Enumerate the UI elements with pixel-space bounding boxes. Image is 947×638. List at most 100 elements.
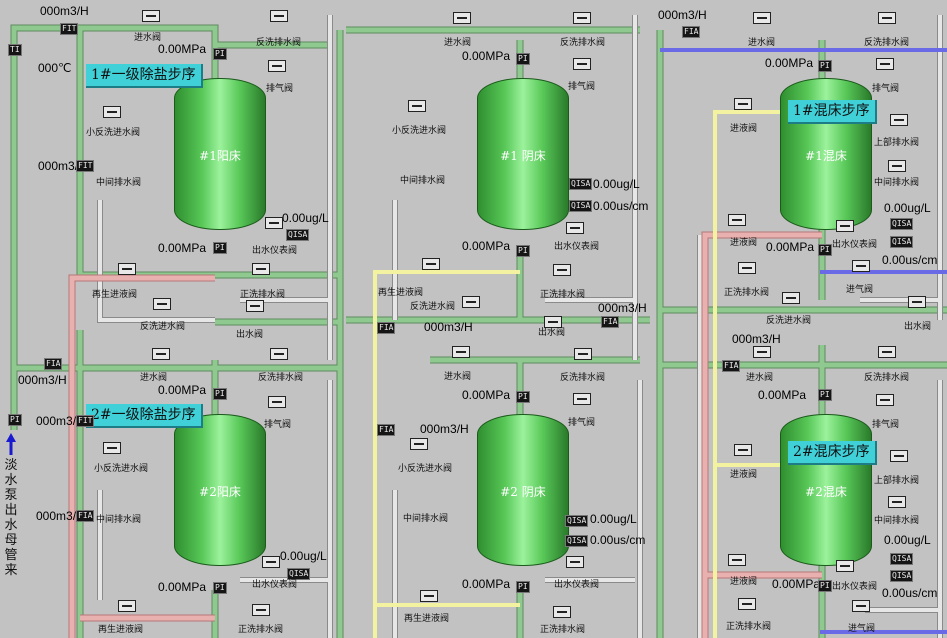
valve-actuator-icon[interactable] [888, 160, 906, 172]
valve-actuator-icon[interactable] [878, 346, 896, 358]
valve-actuator-icon[interactable] [452, 346, 470, 358]
quality-analyzer-tag[interactable]: QISA [287, 568, 311, 580]
pressure-indicator-tag[interactable]: PI [213, 582, 227, 594]
valve-actuator-icon[interactable] [890, 450, 908, 462]
valve-actuator-icon[interactable] [265, 217, 283, 229]
pressure-indicator-tag[interactable]: PI [516, 53, 530, 65]
step-button-mixed-2[interactable]: 2#混床步序 [788, 441, 877, 465]
pressure-indicator-tag[interactable]: PI [818, 60, 832, 72]
valve-actuator-icon[interactable] [270, 348, 288, 360]
valve-actuator-icon[interactable] [553, 264, 571, 276]
valve-actuator-icon[interactable] [453, 12, 471, 24]
quality-analyzer-tag[interactable]: QISA [890, 218, 914, 230]
valve-actuator-icon[interactable] [103, 442, 121, 454]
valve-actuator-icon[interactable] [728, 214, 746, 226]
valve-actuator-icon[interactable] [566, 222, 584, 234]
valve-actuator-icon[interactable] [246, 300, 264, 312]
valve-actuator-icon[interactable] [888, 496, 906, 508]
valve-actuator-icon[interactable] [573, 58, 591, 70]
valve-actuator-icon[interactable] [462, 296, 480, 308]
pressure-indicator-tag[interactable]: PI [818, 244, 832, 256]
valve-actuator-icon[interactable] [553, 606, 571, 618]
valve-actuator-icon[interactable] [573, 12, 591, 24]
valve-actuator-icon[interactable] [878, 12, 896, 24]
valve-actuator-icon[interactable] [118, 600, 136, 612]
pressure-indicator-tag[interactable]: PI [213, 242, 227, 254]
quality-analyzer-tag[interactable]: QISA [286, 229, 310, 241]
valve-actuator-icon[interactable] [118, 263, 136, 275]
valve-actuator-icon[interactable] [142, 10, 160, 22]
step-button-cation-1[interactable]: 1#一级除盐步序 [86, 64, 203, 88]
valve-actuator-icon[interactable] [153, 298, 171, 310]
valve-actuator-icon[interactable] [876, 58, 894, 70]
valve-actuator-icon[interactable] [566, 556, 584, 568]
valve-actuator-icon[interactable] [734, 444, 752, 456]
valve-actuator-icon[interactable] [252, 604, 270, 616]
quality-analyzer-tag[interactable]: QISA [569, 200, 593, 212]
flow-indicator-tag[interactable]: FIA [76, 510, 95, 522]
valve-actuator-icon[interactable] [836, 560, 854, 572]
concentration-reading: 0.00ug/L [884, 533, 931, 547]
valve-actuator-icon[interactable] [103, 106, 121, 118]
valve-actuator-icon[interactable] [836, 220, 854, 232]
pressure-indicator-tag[interactable]: PI [8, 414, 22, 426]
valve-actuator-icon[interactable] [908, 296, 926, 308]
valve-actuator-icon[interactable] [852, 600, 870, 612]
concentration-reading: 0.00ug/L [590, 512, 637, 526]
valve-actuator-icon[interactable] [410, 438, 428, 450]
valve-actuator-icon[interactable] [852, 260, 870, 272]
anion-bed-2-tank[interactable]: #2 阴床 [477, 414, 569, 566]
valve-actuator-icon[interactable] [738, 598, 756, 610]
valve-actuator-icon[interactable] [782, 292, 800, 304]
pressure-indicator-tag[interactable]: PI [818, 580, 832, 592]
quality-analyzer-tag[interactable]: QISA [890, 236, 914, 248]
quality-analyzer-tag[interactable]: QISA [890, 553, 914, 565]
flow-indicator-tag[interactable]: FIA [722, 360, 741, 372]
flow-indicator-tag[interactable]: FIA [377, 322, 396, 334]
quality-analyzer-tag[interactable]: QISA [890, 570, 914, 582]
step-button-cation-2[interactable]: 2#一级除盐步序 [86, 404, 203, 428]
pressure-indicator-tag[interactable]: PI [213, 388, 227, 400]
pressure-indicator-tag[interactable]: PI [516, 581, 530, 593]
valve-actuator-icon[interactable] [262, 556, 280, 568]
valve-actuator-icon[interactable] [152, 348, 170, 360]
valve-actuator-icon[interactable] [420, 590, 438, 602]
valve-actuator-icon[interactable] [422, 258, 440, 270]
cation-bed-1-tank[interactable]: #1阳床 [174, 78, 266, 230]
cation-bed-2-tank[interactable]: #2阳床 [174, 414, 266, 566]
flow-indicator-tag[interactable]: FIT [76, 415, 95, 427]
valve-actuator-icon[interactable] [252, 263, 270, 275]
valve-actuator-icon[interactable] [268, 60, 286, 72]
step-button-mixed-1[interactable]: 1#混床步序 [788, 100, 877, 124]
flow-indicator-tag[interactable]: FIA [682, 26, 701, 38]
quality-analyzer-tag[interactable]: QISA [569, 178, 593, 190]
valve-actuator-icon[interactable] [268, 396, 286, 408]
valve-actuator-icon[interactable] [890, 114, 908, 126]
flow-indicator-tag[interactable]: FIA [601, 316, 620, 328]
valve-actuator-icon[interactable] [728, 554, 746, 566]
valve-actuator-icon[interactable] [753, 12, 771, 24]
flow-indicator-tag[interactable]: FIA [44, 358, 63, 370]
valve-actuator-icon[interactable] [408, 100, 426, 112]
pressure-indicator-tag[interactable]: PI [818, 389, 832, 401]
flow-indicator-tag[interactable]: FIT [60, 23, 79, 35]
pressure-indicator-tag[interactable]: PI [516, 245, 530, 257]
flow-indicator-tag[interactable]: FIA [377, 424, 396, 436]
valve-actuator-icon[interactable] [738, 262, 756, 274]
flow-indicator-tag[interactable]: FIT [76, 160, 95, 172]
anion-bed-1-tank[interactable]: #1 阴床 [477, 78, 569, 230]
pressure-indicator-tag[interactable]: PI [516, 391, 530, 403]
quality-analyzer-tag[interactable]: QISA [565, 535, 589, 547]
valve-label: 进气阀 [846, 285, 874, 295]
quality-analyzer-tag[interactable]: QISA [565, 515, 589, 527]
valve-actuator-icon[interactable] [876, 394, 894, 406]
valve-actuator-icon[interactable] [753, 346, 771, 358]
valve-actuator-icon[interactable] [270, 10, 288, 22]
valve-actuator-icon[interactable] [734, 98, 752, 110]
temperature-indicator-tag[interactable]: TI [8, 44, 22, 56]
valve-actuator-icon[interactable] [573, 393, 591, 405]
mixed-bed-2-tank[interactable]: #2混床 [780, 414, 872, 566]
valve-actuator-icon[interactable] [544, 316, 562, 328]
pressure-indicator-tag[interactable]: PI [213, 48, 227, 60]
valve-actuator-icon[interactable] [574, 348, 592, 360]
